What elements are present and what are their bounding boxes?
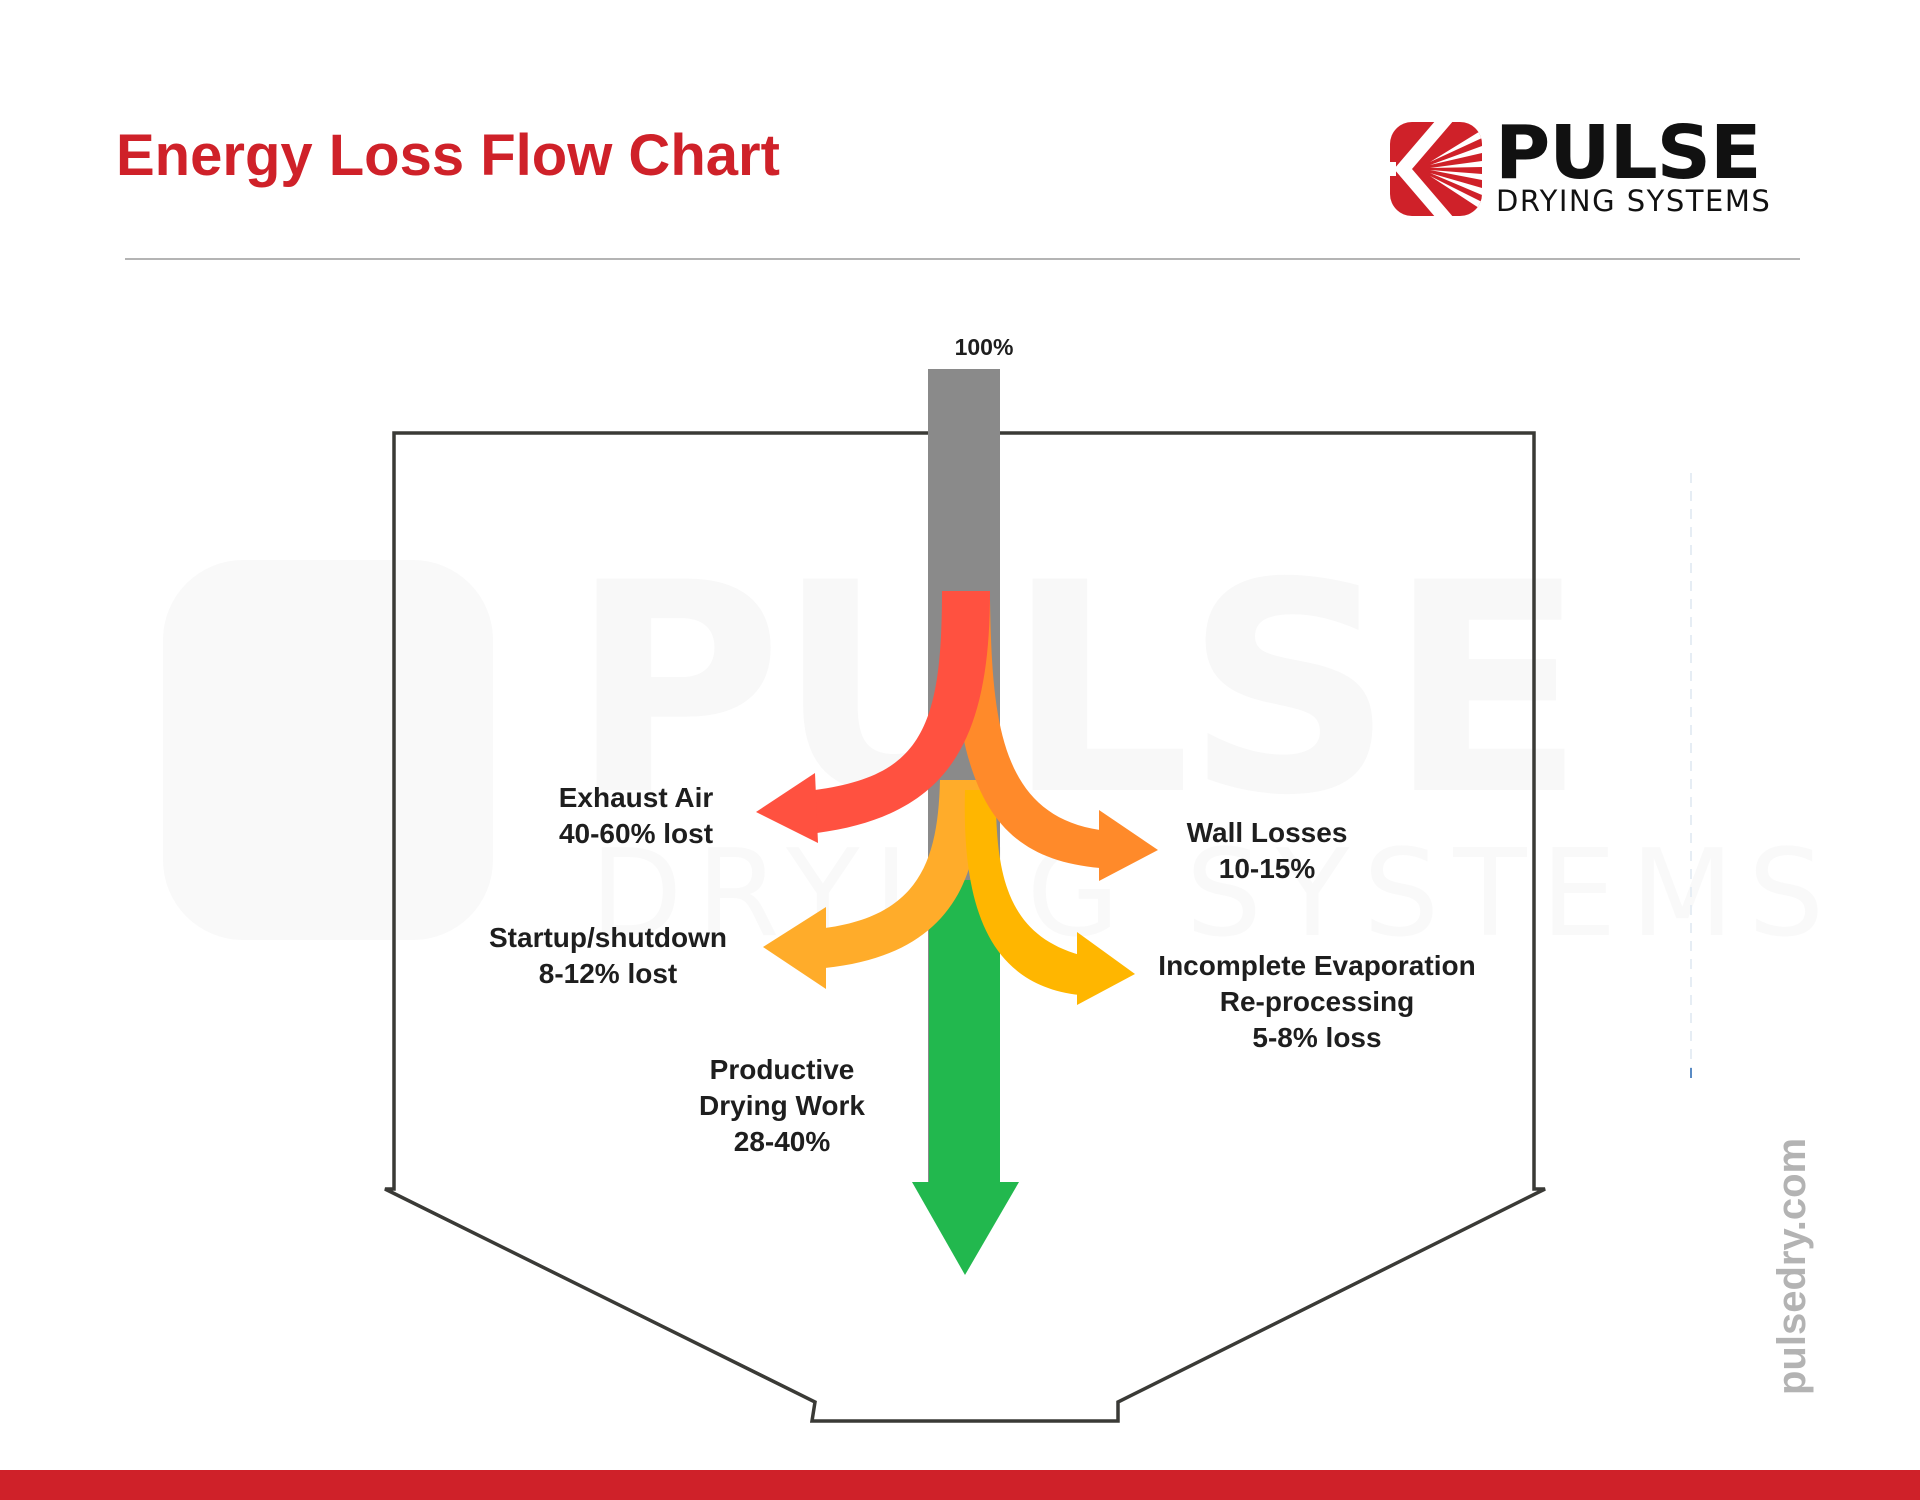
watermark-logo: PULSE DRYING SYSTEMS xyxy=(163,522,1824,964)
input-percentage-label: 100% xyxy=(954,334,1014,360)
pulse-logo: PULSE DRYING SYSTEMS xyxy=(1390,116,1790,220)
incomplete-evaporation-arrow xyxy=(964,790,1135,1005)
page-title: Energy Loss Flow Chart xyxy=(116,123,780,188)
pulse-logo-icon xyxy=(1390,122,1482,216)
label-productive-drying-work: Productive Drying Work 28-40% xyxy=(699,1054,865,1157)
label-exhaust-air: Exhaust Air 40-60% lost xyxy=(558,782,714,849)
wall-losses-arrow xyxy=(950,600,1158,881)
logo-tagline: DRYING SYSTEMS xyxy=(1496,184,1772,218)
label-wall-losses: Wall Losses 10-15% xyxy=(1186,817,1348,884)
dryer-outline xyxy=(384,431,1546,1423)
startup-shutdown-arrow xyxy=(763,780,981,989)
label-startup-shutdown: Startup/shutdown 8-12% lost xyxy=(489,922,727,989)
header-divider xyxy=(125,258,1800,260)
footer-bar xyxy=(0,1470,1920,1500)
svg-text:PULSE: PULSE xyxy=(570,522,1580,859)
label-incomplete-evaporation: Incomplete Evaporation Re-processing 5-8… xyxy=(1158,950,1476,1053)
website-url: pulsedry.com xyxy=(1770,1137,1814,1395)
logo-wordmark: PULSE xyxy=(1495,110,1762,196)
exhaust-air-arrow xyxy=(756,591,990,843)
